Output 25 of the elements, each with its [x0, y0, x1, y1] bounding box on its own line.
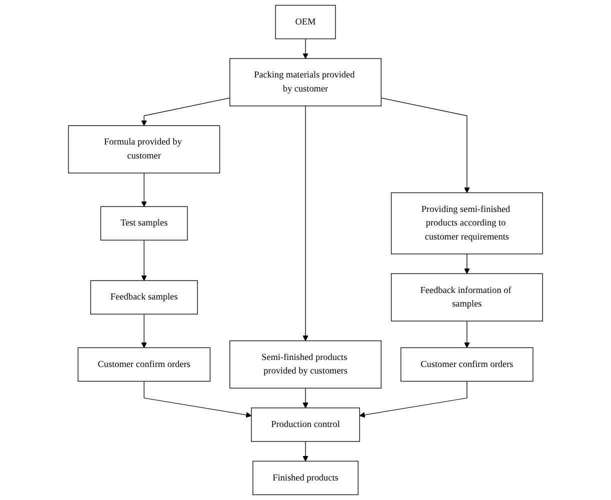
arrow: [464, 254, 470, 274]
arrow: [302, 441, 308, 462]
arrow: [302, 38, 308, 59]
node-box: OEM: [275, 4, 336, 40]
arrow: [141, 314, 147, 348]
node-box: Formula provided by customer: [68, 125, 220, 174]
arrow: [141, 172, 147, 207]
arrow: [464, 320, 470, 348]
arrow: [380, 98, 470, 194]
node-box: Customer confirm orders: [400, 347, 534, 382]
node-box: Packing materials provided by customer: [230, 58, 382, 106]
arrow: [141, 240, 147, 281]
node-box: Semi-finished products provided by customers: [230, 340, 382, 388]
node-box: Finished products: [252, 460, 358, 496]
node-box: Production control: [251, 408, 360, 442]
node-box: Test samples: [100, 206, 188, 240]
arrow: [144, 380, 252, 418]
node-box: Customer confirm orders: [78, 347, 210, 382]
arrow: [359, 380, 468, 418]
node-box: Feedback information of samples: [390, 273, 543, 322]
node-box: Feedback samples: [90, 280, 198, 314]
node-box: Providing semi-finished products according to customer requirements: [390, 192, 543, 254]
arrow: [141, 98, 230, 126]
arrow: [302, 106, 308, 342]
arrow: [302, 388, 308, 408]
